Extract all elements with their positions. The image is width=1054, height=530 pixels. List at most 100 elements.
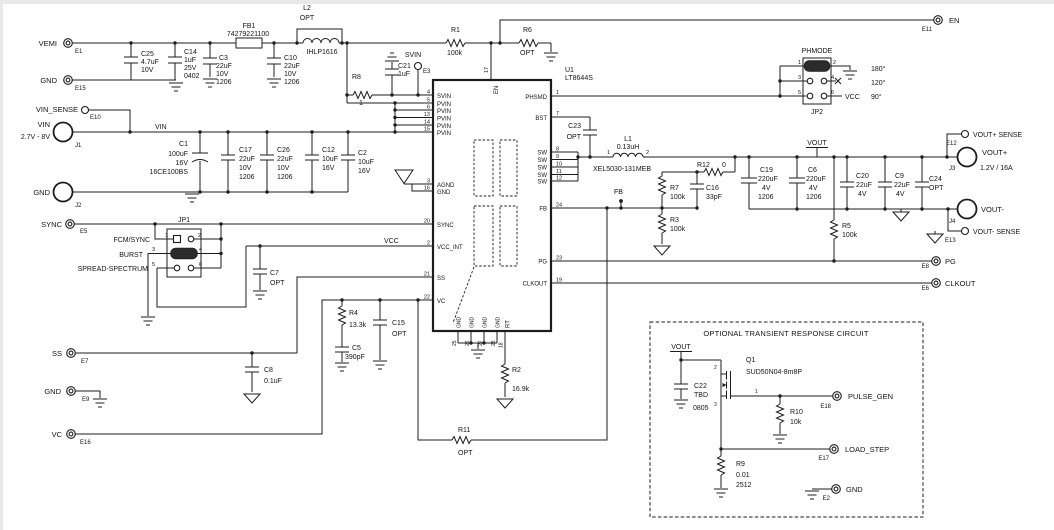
val-c9: 22uF	[894, 182, 910, 189]
jp1-opt-burst: BURST	[119, 252, 143, 259]
capacitor-C7	[253, 268, 267, 275]
ref-r10: R10	[790, 409, 803, 416]
jp2-vcc: VCC	[845, 94, 860, 101]
ref-c6: C6	[808, 167, 817, 174]
val-c5: 390pF	[345, 354, 365, 361]
capacitor-C21	[385, 68, 399, 76]
jp2-pin5[interactable]	[806, 92, 814, 100]
ref-r2: R2	[512, 367, 521, 374]
l1-pin1: 1	[607, 150, 610, 156]
turret-E13[interactable]	[960, 226, 970, 236]
v-c12: 16V	[322, 165, 335, 172]
jack-J3[interactable]	[956, 146, 978, 168]
num-25: 25	[452, 340, 458, 346]
gnd-triangle-C8	[242, 393, 262, 404]
num-12: 12	[556, 176, 562, 182]
ferrite-FB1	[235, 37, 263, 49]
turret-E18[interactable]	[832, 391, 842, 401]
turret-E10[interactable]	[80, 105, 90, 115]
ref-e17: E17	[818, 456, 829, 462]
pin-pvin3: PVIN	[437, 117, 451, 123]
jp1-pin5[interactable]	[173, 264, 181, 272]
jp1-n6: 6	[199, 262, 202, 268]
jp2-pin3[interactable]	[806, 77, 814, 85]
q1-pin1: 1	[755, 389, 758, 395]
jp1-pin2[interactable]	[187, 235, 195, 243]
inductor-L1	[612, 152, 644, 158]
q1-pin2: 2	[714, 365, 717, 371]
val-l1: 0.13uH	[617, 144, 640, 151]
pin-phsmd: PHSMD	[525, 95, 547, 101]
sz-c19: 1206	[758, 194, 774, 201]
jp1-shunt[interactable]	[170, 247, 198, 260]
ref-fb1: FB1	[243, 23, 256, 30]
jp1-pin1[interactable]	[172, 234, 182, 244]
val-c2: 10uF	[358, 159, 374, 166]
val-r6: OPT	[520, 50, 535, 57]
turret-E9[interactable]	[66, 386, 76, 396]
turret-E6[interactable]	[931, 278, 941, 288]
net-svin: SVIN	[405, 52, 421, 59]
jp1-n1: 1	[165, 233, 168, 239]
pin-clkout: CLKOUT	[523, 282, 548, 288]
v-c14: 25V	[184, 65, 197, 72]
jumper-JP2	[802, 57, 842, 105]
jp2-shunt[interactable]	[803, 60, 831, 72]
turret-E12[interactable]	[960, 129, 970, 139]
jp1-pin6[interactable]	[187, 264, 195, 272]
resistor-R7	[657, 175, 667, 196]
jp2-pin4[interactable]	[820, 77, 828, 85]
ref-r7: R7	[670, 185, 679, 192]
jp2-pin6[interactable]	[820, 92, 828, 100]
turret-E7[interactable]	[66, 348, 76, 358]
jp1-opt-fcm: FCM/SYNC	[113, 237, 150, 244]
turret-E17[interactable]	[829, 444, 839, 454]
sz-c14: 0402	[184, 73, 200, 80]
transient-circuit-box	[649, 321, 924, 518]
v-c25: 10V	[141, 67, 154, 74]
jack-J1[interactable]	[52, 121, 74, 143]
jack-J4[interactable]	[956, 198, 978, 220]
capacitor-C8	[245, 366, 259, 373]
sz-c6: 1206	[806, 194, 822, 201]
ref-j4: J4	[949, 219, 956, 225]
val-c3: 22uF	[216, 63, 232, 70]
label-voutm: VOUT-	[981, 205, 1004, 214]
ref-r6: R6	[523, 27, 532, 34]
label-vc: VC	[52, 430, 63, 439]
ic-body-U1	[431, 78, 553, 333]
capacitor-C1	[191, 152, 209, 163]
val-c26: 22uF	[277, 156, 293, 163]
resistor-R5	[829, 219, 839, 240]
val-c16: 33pF	[706, 194, 722, 201]
turret-E3[interactable]	[413, 61, 423, 71]
val-fb1: 74279221100	[227, 31, 269, 38]
pin-sw9: SW	[537, 158, 547, 164]
pin-en: EN	[494, 86, 500, 94]
pin-svin: SVIN	[437, 94, 451, 100]
jp2-n2: 2	[833, 60, 836, 66]
labels: VEMI E1 GND E15 VIN_SENSE E10 VIN 2.7V -…	[21, 5, 1023, 502]
turret-E8[interactable]	[931, 256, 941, 266]
jack-J2[interactable]	[52, 181, 74, 203]
pin-sw11: SW	[537, 173, 547, 179]
ref-c20: C20	[856, 173, 869, 180]
turret-E1[interactable]	[63, 38, 73, 48]
v-c9: 4V	[896, 191, 905, 198]
label-vemi: VEMI	[39, 39, 57, 48]
label-vout-rating: 1.2V / 16A	[980, 165, 1013, 172]
turret-E15[interactable]	[63, 75, 73, 85]
val-c20: 22uF	[856, 182, 872, 189]
num-1: 1	[556, 90, 559, 96]
turret-E16[interactable]	[66, 429, 76, 439]
ref-e15: E15	[75, 86, 86, 92]
v-c2: 16V	[358, 168, 371, 175]
ref-c2: C2	[358, 150, 367, 157]
turret-E2[interactable]	[831, 484, 841, 494]
turret-E5[interactable]	[65, 219, 75, 229]
num-23: 23	[556, 256, 562, 262]
ref-u1: U1	[565, 67, 574, 74]
capacitors	[124, 56, 929, 390]
val-c21: 1uF	[398, 71, 410, 78]
turret-E11[interactable]	[933, 15, 943, 25]
